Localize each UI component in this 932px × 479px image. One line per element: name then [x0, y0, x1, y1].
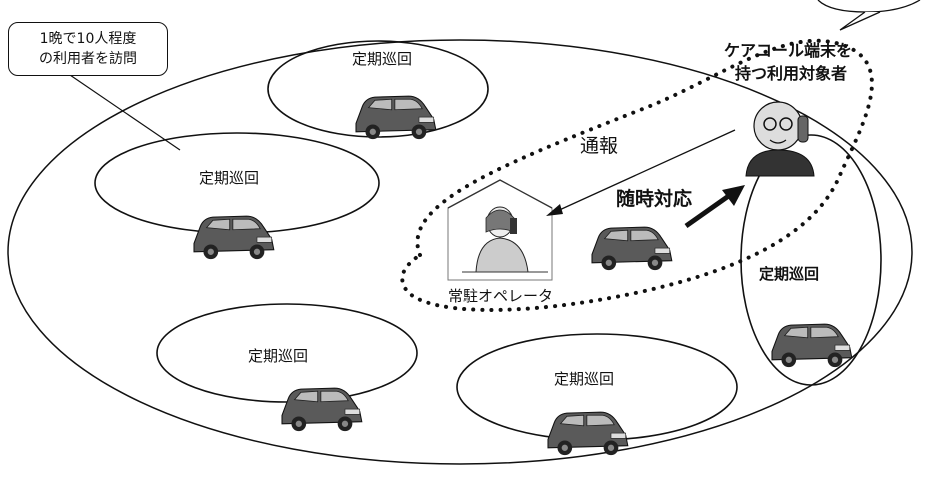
note-pointer-line	[69, 74, 181, 151]
car-icon	[193, 215, 275, 260]
service-area-ellipse	[7, 39, 913, 465]
report-arrow-head	[546, 204, 563, 216]
speech-bubble-fragment	[817, 0, 921, 13]
emergency-zone-dotted-boundary	[400, 38, 874, 312]
car-icon	[281, 387, 363, 432]
car-icon	[547, 411, 629, 456]
report-label: 通報	[580, 135, 619, 157]
patrol-loop-top	[267, 40, 489, 138]
patrol-label-left: 定期巡回	[199, 169, 260, 187]
response-arrow-head	[722, 185, 745, 206]
report-arrow	[554, 129, 736, 213]
note-line-1: 1晩で10人程度	[39, 31, 137, 47]
response-arrow	[684, 192, 732, 229]
patrol-label-bottom: 定期巡回	[554, 370, 615, 388]
response-label: 随時対応	[616, 188, 693, 210]
patrol-label-top: 定期巡回	[352, 50, 413, 68]
car-icon	[771, 323, 853, 368]
car-icon	[355, 95, 437, 140]
patrol-label-right: 定期巡回	[759, 265, 820, 283]
user-label-line-2: 持つ利用対象者	[735, 64, 848, 83]
car-icon	[591, 226, 673, 271]
user-label-line-1: ケアコール端末を	[724, 41, 853, 60]
note-line-2: の利用者を訪問	[39, 51, 137, 67]
operator-person-icon	[462, 206, 548, 273]
visit-count-note: 1晩で10人程度 の利用者を訪問	[8, 22, 168, 76]
elderly-user-phone-icon	[745, 101, 815, 177]
patrol-label-bottom-left: 定期巡回	[248, 347, 309, 365]
speech-bubble-tail	[839, 11, 881, 31]
operator-label: 常駐オペレータ	[448, 287, 554, 305]
